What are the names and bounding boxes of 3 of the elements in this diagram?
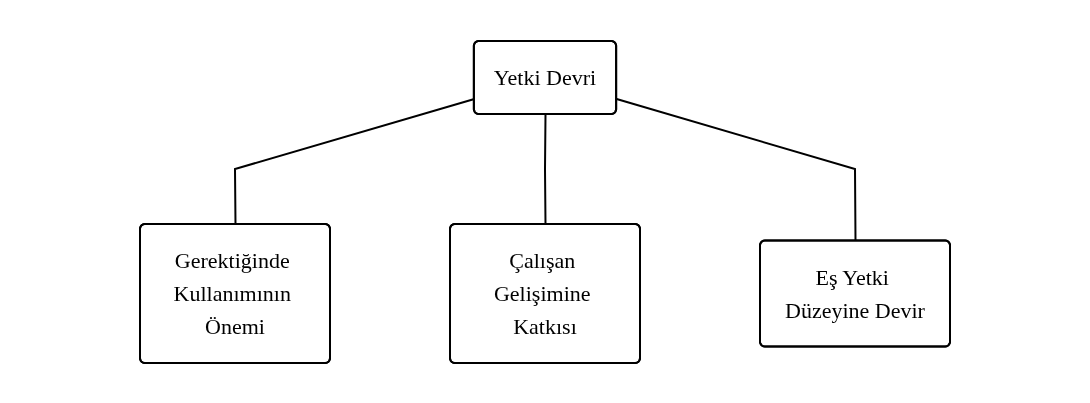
node-text: Çalışan Gelişimine Katkısı — [493, 247, 591, 339]
connector — [544, 113, 547, 225]
node-text: Gerektiğinde Kullanımının Önemi — [173, 247, 291, 339]
